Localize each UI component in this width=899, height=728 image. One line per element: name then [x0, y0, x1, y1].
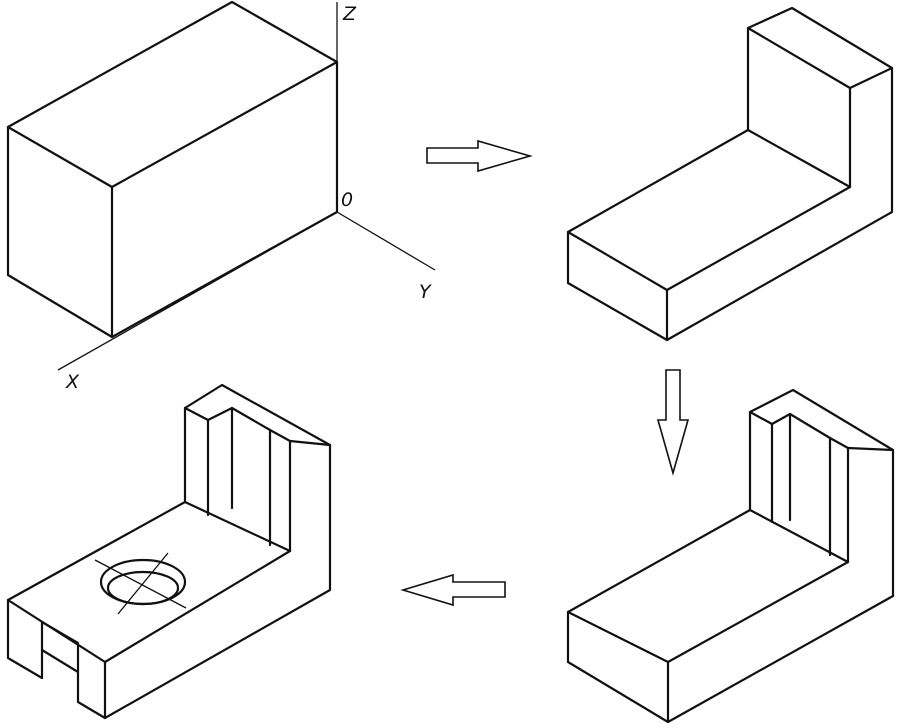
step4-final-part [6, 383, 332, 720]
step1-base-block: Z 0 Y X [6, 0, 436, 393]
l-block-seat-edge [665, 128, 852, 292]
l-block-front-edges [566, 230, 669, 342]
origin-label: 0 [341, 189, 353, 211]
arrow-down-icon [656, 369, 690, 476]
slotted-block-top-edge [846, 446, 895, 452]
final-seat-edge [103, 500, 292, 664]
x-axis-label: X [65, 371, 80, 393]
y-axis [336, 211, 436, 271]
z-axis-label: Z [342, 3, 357, 25]
arrow-left-icon [400, 573, 506, 607]
step3-slotted-block [566, 388, 895, 724]
block-outline [6, 0, 339, 339]
hole-centerline-b [117, 552, 169, 615]
final-part-outline [6, 383, 332, 720]
l-block-top-edge [848, 66, 894, 90]
l-block-outline [566, 6, 894, 342]
slot-back-wall [770, 412, 832, 557]
final-top-edge [288, 439, 332, 447]
slotted-seat-edge [666, 508, 850, 664]
slotted-block-outline [566, 388, 895, 724]
y-axis-label: Y [419, 281, 432, 303]
final-front-edges [6, 598, 107, 720]
arrow-right-icon [426, 139, 533, 173]
step2-l-block [566, 6, 894, 342]
base-notch [40, 620, 80, 674]
final-slot-back-wall [206, 406, 272, 547]
hole-centerline-a [94, 559, 187, 609]
slotted-front-edges [566, 610, 670, 724]
hole-inner [106, 570, 180, 606]
